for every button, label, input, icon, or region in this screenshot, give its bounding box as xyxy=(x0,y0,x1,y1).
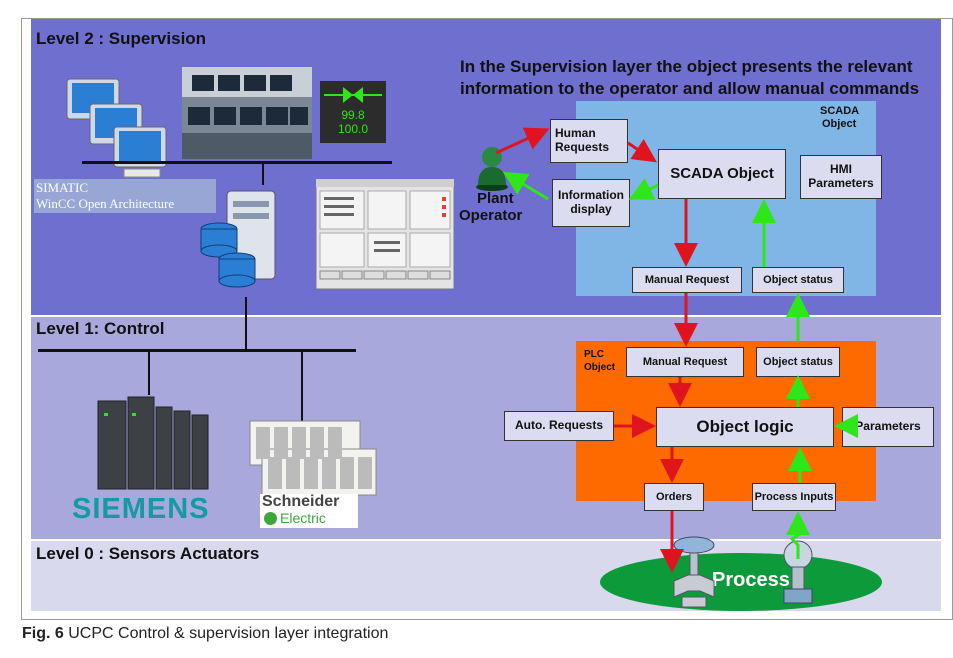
schneider-logo-line1: Schneider xyxy=(262,493,340,510)
process-inputs-box: Process Inputs xyxy=(752,483,836,511)
figure-frame: Level 2 : Supervision Level 1: Control L… xyxy=(21,18,953,620)
figure-caption: Fig. 6 UCPC Control & supervision layer … xyxy=(22,625,388,643)
control-room-photo xyxy=(182,67,312,159)
hmi-parameters-box: HMI Parameters xyxy=(800,155,882,199)
orders-box: Orders xyxy=(644,483,704,511)
operator-icon xyxy=(476,147,508,191)
process-ellipse xyxy=(600,553,882,611)
scada-manual-request-box: Manual Request xyxy=(632,267,742,293)
plc-manual-request-box: Manual Request xyxy=(626,347,744,377)
network-drop-schneider xyxy=(301,351,303,421)
wincc-label xyxy=(34,179,216,213)
arrow-info-to-operator xyxy=(502,171,549,201)
valve-faceplate: 99.8 100.0 xyxy=(320,81,386,143)
schneider-logo-mark xyxy=(264,512,277,525)
plc-corner-label-2: Object xyxy=(584,362,616,373)
workstations-icon xyxy=(66,78,167,178)
caption-prefix: Fig. 6 xyxy=(22,625,64,642)
level1-label: Level 1: Control xyxy=(36,319,165,338)
operator-label-2: Operator xyxy=(459,207,523,224)
hmi-value-2: 100.0 xyxy=(338,122,368,136)
network-drop-siemens xyxy=(148,351,150,395)
network-drop xyxy=(262,163,264,185)
headline-line1: In the Supervision layer the object pres… xyxy=(460,57,913,76)
information-display-box: Information display xyxy=(552,179,630,227)
schneider-logo-line2: Electric xyxy=(280,510,326,526)
siemens-plc-icon xyxy=(97,396,209,490)
arrow-scada-to-info xyxy=(628,178,659,200)
flow-arrows xyxy=(495,127,858,573)
scada-corner-label-2: Object xyxy=(822,118,857,130)
caption-text: UCPC Control & supervision layer integra… xyxy=(68,625,389,642)
network-bus-level1 xyxy=(38,349,356,352)
network-riser xyxy=(245,297,247,351)
schneider-logo-box xyxy=(260,494,358,528)
schneider-plc-icon xyxy=(249,420,377,496)
siemens-logo: SIEMENS xyxy=(72,493,210,525)
level2-label: Level 2 : Supervision xyxy=(36,29,207,48)
auto-requests-box: Auto. Requests xyxy=(504,411,614,441)
wincc-line2: WinCC Open Architecture xyxy=(36,196,175,211)
human-requests-box: Human Requests xyxy=(550,119,628,163)
arrow-operator-to-human-requests xyxy=(495,127,550,155)
network-bus-level2 xyxy=(82,161,392,164)
server-database-icon xyxy=(200,190,276,288)
scada-corner-label-1: SCADA xyxy=(820,105,860,117)
headline-line2: information to the operator and allow ma… xyxy=(460,79,920,98)
scada-object-box: SCADA Object xyxy=(658,149,786,199)
faceplate-window xyxy=(316,179,454,289)
scada-object-status-box: Object status xyxy=(752,267,844,293)
process-label: Process xyxy=(712,569,790,591)
wincc-line1: SIMATIC xyxy=(36,180,89,195)
plc-object-status-box: Object status xyxy=(756,347,840,377)
arrow-transmitter-to-inputs xyxy=(786,511,810,559)
control-valve-icon xyxy=(673,536,715,608)
object-logic-box: Object logic xyxy=(656,407,834,447)
hmi-value-1: 99.8 xyxy=(341,108,365,122)
level0-label: Level 0 : Sensors Actuators xyxy=(36,544,260,563)
arrow-requests-to-scada xyxy=(627,139,657,163)
plc-corner-label-1: PLC xyxy=(584,349,604,360)
